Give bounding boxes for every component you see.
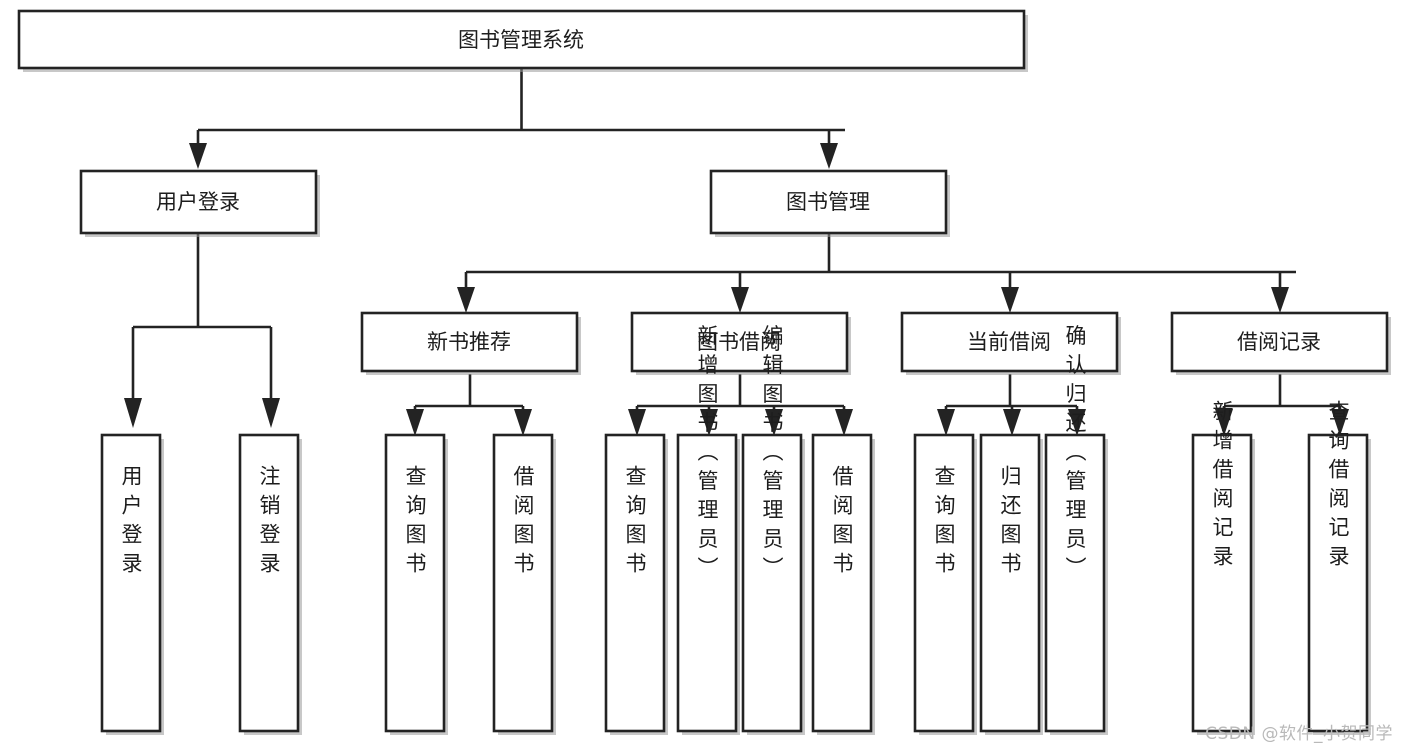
node-book-borrow[interactable]: 图书借阅 [630,311,851,375]
leaf-book-borrow-3[interactable]: 借阅图书 [811,433,875,735]
node-borrow-record-label: 借阅记录 [1237,330,1321,354]
node-root-box[interactable] [17,9,1026,70]
leaf-book-borrow-0[interactable]: 查询图书 [604,433,668,735]
leaf-book-borrow-0-box[interactable] [604,433,666,733]
leaf-borrow-record-1-box[interactable] [1307,433,1369,733]
node-current-borrow-label: 当前借阅 [967,330,1051,354]
leaf-book-borrow-1-box[interactable] [676,433,738,733]
arrowhead-book-manage [820,143,838,169]
node-new-book-recommend-label: 新书推荐 [427,330,511,354]
arrowhead-leaf-bookborrow-2 [765,409,783,436]
arrowhead-leaf-newbook-0 [406,409,424,436]
leaf-current-borrow-1[interactable]: 归还图书 [979,433,1043,735]
arrowhead-leaf-user-login-1 [262,398,280,428]
leaf-book-borrow-2-box[interactable] [741,433,803,733]
leaf-current-borrow-1-box[interactable] [979,433,1041,733]
leaf-new-book-1-label: 借阅图书 [511,465,535,581]
leaf-borrow-record-1-label: 查询借阅记录 [1326,400,1350,574]
arrowhead-current-borrow [1001,287,1019,313]
leaf-user-login-1-box[interactable] [238,433,300,733]
arrowhead-leaf-user-login-0 [124,398,142,428]
node-book-borrow-label: 图书借阅 [697,330,781,354]
arrowhead-leaf-bookborrow-1 [700,409,718,436]
leaf-user-login-0[interactable]: 用户登录 [100,433,164,735]
leaf-book-borrow-1[interactable]: 新增图书（管理员） [676,325,740,736]
node-book-borrow-box[interactable] [630,311,849,373]
leaf-current-borrow-0-box[interactable] [913,433,975,733]
leaf-borrow-record-0[interactable]: 新增借阅记录 [1191,400,1255,735]
leaf-user-login-1[interactable]: 注销登录 [238,433,302,735]
leaf-borrow-record-0-label: 新增借阅记录 [1210,400,1234,574]
leaf-new-book-0[interactable]: 查询图书 [384,433,448,735]
node-user-login-box[interactable] [79,169,318,235]
arrowhead-leaf-borrowrecord-0 [1215,409,1233,436]
leaf-new-book-0-box[interactable] [384,433,446,733]
leaf-user-login-0-label: 用户登录 [119,465,143,581]
node-user-login-label: 用户登录 [156,190,240,214]
leaf-book-borrow-3-box[interactable] [811,433,873,733]
node-borrow-record[interactable]: 借阅记录 [1170,311,1391,375]
leaf-user-login-1-label: 注销登录 [257,465,281,581]
leaf-book-borrow-1-label: 新增图书（管理员） [695,325,719,586]
leaf-current-borrow-1-label: 归还图书 [998,465,1022,581]
arrowhead-leaf-currentborrow-2 [1068,409,1086,436]
leaf-book-borrow-2-label: 编辑图书（管理员） [760,325,784,586]
node-root[interactable]: 图书管理系统 [17,9,1028,72]
arrowhead-leaf-newbook-1 [514,409,532,436]
node-current-borrow-box[interactable] [900,311,1119,373]
leaf-current-borrow-0[interactable]: 查询图书 [913,433,977,735]
leaf-book-borrow-0-label: 查询图书 [623,465,647,581]
node-new-book-recommend[interactable]: 新书推荐 [360,311,581,375]
leaf-current-borrow-0-label: 查询图书 [932,465,956,581]
leaf-current-borrow-2-label: 确认归还（管理员） [1063,325,1087,586]
arrowhead-leaf-bookborrow-3 [835,409,853,436]
node-new-book-recommend-box[interactable] [360,311,579,373]
node-book-management-box[interactable] [709,169,948,235]
arrowhead-leaf-currentborrow-1 [1003,409,1021,436]
leaf-borrow-record-0-box[interactable] [1191,433,1253,733]
connector-layer [124,68,1349,436]
leaf-user-login-0-box[interactable] [100,433,162,733]
node-book-management-label: 图书管理 [786,190,870,214]
node-book-management[interactable]: 图书管理 [709,169,950,237]
node-user-login[interactable]: 用户登录 [79,169,320,237]
arrowhead-user-login [189,143,207,169]
leaf-current-borrow-2-box[interactable] [1044,433,1106,733]
csdn-watermark: CSDN @软件_小贺同学 [1205,724,1393,744]
leaf-book-borrow-2[interactable]: 编辑图书（管理员） [741,325,805,736]
arrowhead-leaf-borrowrecord-1 [1331,409,1349,436]
leaf-current-borrow-2[interactable]: 确认归还（管理员） [1044,325,1108,736]
leaf-borrow-record-1[interactable]: 查询借阅记录 [1307,400,1371,735]
arrowhead-borrow-record [1271,287,1289,313]
leaf-book-borrow-3-label: 借阅图书 [830,465,854,581]
arrowhead-book-borrow [731,287,749,313]
leaf-new-book-0-label: 查询图书 [403,465,427,581]
arrowhead-leaf-currentborrow-0 [937,409,955,436]
node-borrow-record-box[interactable] [1170,311,1389,373]
arrowhead-new-book [457,287,475,313]
node-current-borrow[interactable]: 当前借阅 [900,311,1121,375]
arrowhead-leaf-bookborrow-0 [628,409,646,436]
leaf-new-book-1-box[interactable] [492,433,554,733]
node-root-label: 图书管理系统 [458,28,584,52]
leaf-new-book-1[interactable]: 借阅图书 [492,433,556,735]
